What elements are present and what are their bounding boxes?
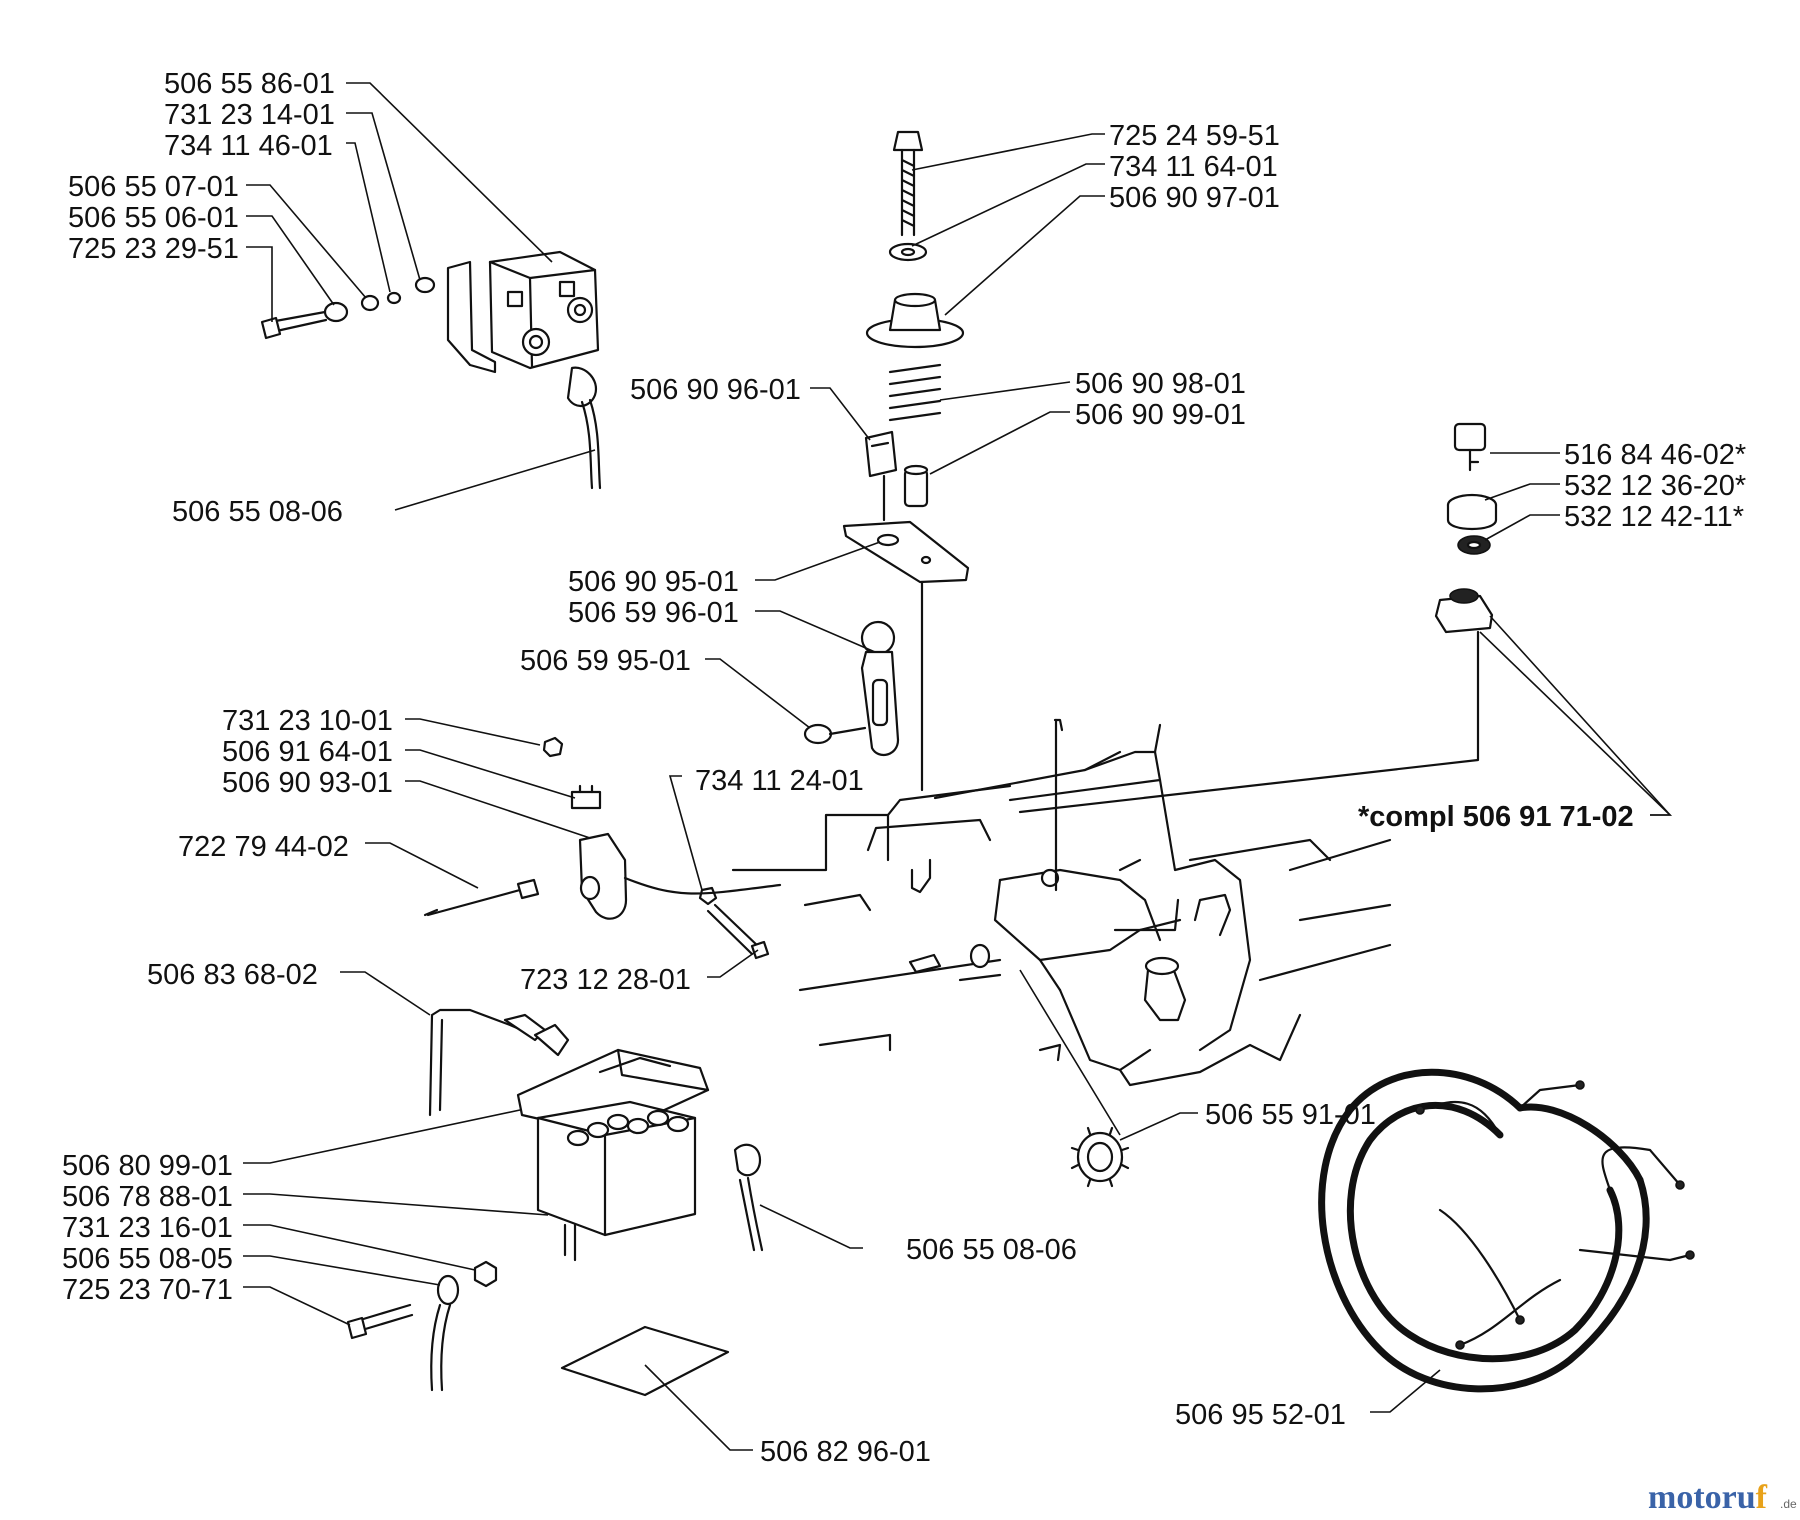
label-switch-clip: 506 90 96-01	[630, 374, 801, 406]
label-bushing-1: 506 55 07-01	[68, 171, 239, 203]
solenoid-drawing	[260, 250, 602, 490]
label-washer-1: 734 11 46-01	[164, 130, 333, 162]
label-grommet: 506 55 91-01	[1205, 1099, 1376, 1131]
label-lever-knob: 506 59 95-01	[520, 645, 691, 677]
label-wire-harness: 506 95 52-01	[1175, 1399, 1346, 1431]
label-key-nut: 532 12 36-20*	[1564, 470, 1746, 502]
label-ignition-compl: *compl 506 91 71-02	[1358, 801, 1634, 833]
logo-letter: m	[1648, 1479, 1676, 1516]
label-nut-1: 731 23 14-01	[164, 99, 335, 131]
frame-drawing	[731, 718, 1392, 1087]
label-knob-cap: 506 90 97-01	[1109, 182, 1280, 214]
label-micro-switch: 506 91 64-01	[222, 736, 393, 768]
label-battery-mat: 506 82 96-01	[760, 1436, 931, 1468]
label-key-washer: 532 12 42-11*	[1564, 501, 1744, 533]
logo-letter: o	[1705, 1479, 1722, 1516]
label-solenoid: 506 55 86-01	[164, 68, 335, 100]
logo-letter: o	[1676, 1479, 1693, 1516]
logo-letter: t	[1693, 1479, 1705, 1516]
label-bracket-plate: 506 90 95-01	[568, 566, 739, 598]
leader-lines	[243, 82, 1672, 1451]
label-switch-bracket: 506 90 93-01	[222, 767, 393, 799]
label-nut-2: 731 23 10-01	[222, 705, 393, 737]
label-screw-3: 723 12 28-01	[520, 964, 691, 996]
grommet-drawing	[1070, 1126, 1130, 1188]
logo-wordmark: motoruf	[1648, 1479, 1768, 1516]
part-labels: 506 55 86-01 731 23 14-01 734 11 46-01 5…	[62, 68, 1746, 1468]
label-key: 516 84 46-02*	[1564, 439, 1746, 471]
label-battery-cover: 506 80 99-01	[62, 1150, 233, 1182]
lever-assembly-drawing	[803, 430, 970, 792]
label-screw-1: 725 23 29-51	[68, 233, 239, 265]
logo-letter: u	[1737, 1479, 1756, 1516]
label-nut-3: 731 23 16-01	[62, 1212, 233, 1244]
label-battery-holder: 506 83 68-02	[147, 959, 318, 991]
switch-bracket-drawing	[423, 736, 782, 960]
ignition-switch-drawing	[1018, 422, 1498, 814]
label-rivet: 734 11 24-01	[695, 765, 864, 797]
label-cable-1: 506 55 08-06	[172, 496, 343, 528]
label-lever: 506 59 96-01	[568, 597, 739, 629]
label-screw-2: 722 79 44-02	[178, 831, 349, 863]
label-spring: 506 90 98-01	[1075, 368, 1246, 400]
wire-harness-drawing	[1318, 1068, 1695, 1393]
label-battery: 506 78 88-01	[62, 1181, 233, 1213]
label-washer-2: 734 11 64-01	[1109, 151, 1278, 183]
motoruf-logo: motoruf .de	[1648, 1479, 1797, 1516]
label-screw-4: 725 23 70-71	[62, 1274, 233, 1306]
label-spacer: 506 90 99-01	[1075, 399, 1246, 431]
logo-suffix: .de	[1780, 1497, 1797, 1511]
knob-assembly-drawing	[865, 130, 965, 508]
logo-letter: r	[1722, 1479, 1737, 1516]
label-cable-3: 506 55 08-06	[906, 1234, 1077, 1266]
label-bolt: 725 24 59-51	[1109, 120, 1280, 152]
label-bushing-2: 506 55 06-01	[68, 202, 239, 234]
battery-drawing	[346, 1008, 764, 1397]
logo-letter: f	[1756, 1479, 1768, 1516]
label-cable-2: 506 55 08-05	[62, 1243, 233, 1275]
